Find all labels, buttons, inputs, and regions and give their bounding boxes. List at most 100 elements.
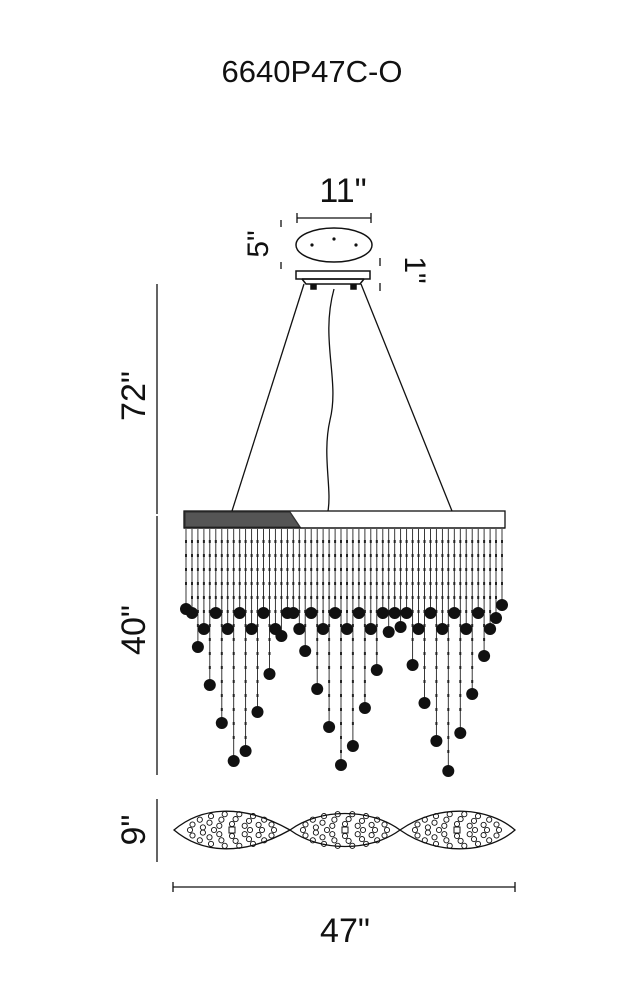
strand-bead	[459, 666, 462, 669]
strand-bead	[304, 596, 307, 599]
strand-bead	[429, 596, 432, 599]
suspension-cables	[231, 283, 453, 512]
bottom-crystal	[359, 826, 367, 834]
fixture-height-label: 40"	[115, 605, 153, 655]
strand-bead	[316, 624, 319, 627]
strand-bead	[405, 540, 408, 543]
crystal-drop	[352, 607, 365, 619]
strand-bead	[328, 610, 331, 613]
strand-bead	[256, 568, 259, 571]
crystal-drop	[251, 706, 264, 718]
strand-bead	[357, 582, 360, 585]
bottom-crystal	[470, 836, 478, 843]
strand-bead	[304, 540, 307, 543]
bottom-crystal	[221, 811, 228, 818]
strand-bead	[495, 554, 497, 557]
crystal-drop	[197, 623, 210, 635]
strand-bead	[375, 610, 378, 613]
strand-bead	[322, 554, 325, 557]
bottom-crystal	[424, 824, 431, 831]
strand-bead	[411, 596, 414, 599]
strand-bead	[363, 666, 366, 669]
strand-bead	[191, 554, 193, 557]
strand-bead	[220, 568, 223, 571]
strand-bead	[328, 568, 331, 571]
crystal-drop	[406, 659, 419, 671]
strand-bead	[232, 638, 235, 641]
bottom-crystal	[319, 819, 326, 826]
strand-bead	[381, 540, 384, 543]
strand-bead	[351, 624, 354, 627]
strand-bead	[435, 708, 438, 711]
bottom-crystal	[474, 840, 482, 847]
strand-bead	[232, 666, 235, 669]
bottom-crystal	[268, 832, 275, 839]
strand-bead	[435, 722, 438, 725]
crystal-drop	[305, 607, 318, 619]
strand-bead	[489, 554, 492, 557]
strand-bead	[447, 540, 450, 543]
strand-bead	[423, 596, 426, 599]
bottom-crystal	[221, 842, 228, 849]
bottom-crystal	[457, 837, 464, 844]
strand-bead	[238, 540, 241, 543]
strand-bead	[322, 568, 325, 571]
strand-bead	[369, 554, 372, 557]
canopy-height-label: 1"	[398, 256, 431, 283]
strand-bead	[208, 582, 211, 585]
strand-bead	[328, 680, 331, 683]
crystal-drop	[215, 717, 228, 729]
strand-bead	[220, 694, 223, 697]
strand-bead	[340, 666, 342, 669]
strand-bead	[435, 694, 438, 697]
crystal-drop	[484, 623, 497, 635]
strand-bead	[304, 582, 307, 585]
bottom-crystal	[246, 826, 254, 834]
strand-bead	[483, 596, 486, 599]
bottom-crystal	[270, 826, 278, 834]
crystal-drop	[376, 607, 389, 619]
bottom-crystal	[196, 816, 203, 823]
fixture-bottom-view	[172, 810, 516, 850]
strand-bead	[268, 540, 271, 543]
strand-bead	[465, 540, 468, 543]
strand-bead	[357, 596, 360, 599]
strand-bead	[477, 540, 480, 543]
strand-bead	[441, 554, 444, 557]
strand-bead	[185, 540, 187, 543]
strand-bead	[256, 554, 259, 557]
strand-bead	[435, 596, 438, 599]
bottom-crystal	[374, 837, 381, 844]
strand-bead	[220, 666, 223, 669]
strand-bead	[328, 596, 331, 599]
strand-bead	[357, 568, 360, 571]
strand-bead	[191, 540, 193, 543]
strand-bead	[369, 568, 372, 571]
strand-bead	[459, 694, 462, 697]
bottom-crystal	[480, 832, 487, 839]
strand-bead	[298, 554, 301, 557]
strand-bead	[441, 596, 444, 599]
strand-bead	[399, 596, 402, 599]
bottom-crystal	[199, 824, 206, 831]
strand-bead	[232, 736, 235, 739]
strand-bead	[185, 582, 187, 585]
strand-bead	[441, 540, 444, 543]
strand-bead	[393, 540, 396, 543]
strand-bead	[280, 582, 283, 585]
canopy-width-label: 11"	[319, 172, 366, 210]
bottom-crystal	[441, 822, 448, 829]
strand-bead	[483, 624, 486, 627]
strand-bead	[489, 540, 492, 543]
strand-bead	[501, 582, 503, 585]
strand-bead	[459, 554, 462, 557]
bottom-crystal	[354, 831, 361, 838]
strand-bead	[208, 624, 211, 627]
strand-bead	[369, 610, 372, 613]
bottom-crystal	[466, 822, 473, 829]
strand-bead	[220, 540, 223, 543]
strand-bead	[357, 554, 360, 557]
strand-bead	[196, 582, 199, 585]
strand-bead	[447, 680, 450, 683]
bottom-crystal	[474, 813, 482, 820]
